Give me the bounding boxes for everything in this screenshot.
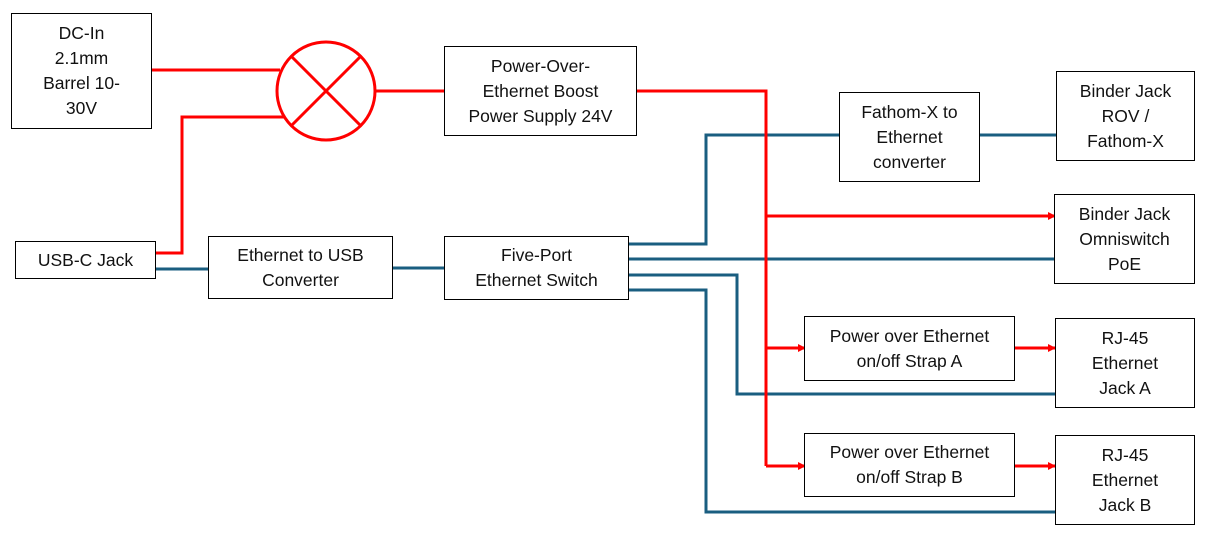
- pwr-usb-to-combiner: [156, 115, 284, 255]
- fathom-converter-block: Fathom-X to Ethernet converter: [839, 92, 980, 182]
- rj45-a-label: RJ-45 Ethernet Jack A: [1091, 327, 1159, 398]
- pwr-boost-bus: [636, 89, 768, 466]
- strap-a-label: Power over Ethernet on/off Strap A: [829, 325, 990, 371]
- usb-c-jack-block: USB-C Jack: [15, 241, 156, 279]
- ethernet-switch-block: Five-Port Ethernet Switch: [444, 236, 629, 300]
- poe-strap-b-block: Power over Ethernet on/off Strap B: [804, 433, 1015, 497]
- poe-boost-supply-block: Power-Over- Ethernet Boost Power Supply …: [444, 46, 637, 136]
- ethernet-usb-converter-block: Ethernet to USB Converter: [208, 236, 393, 299]
- rj45-b-label: RJ-45 Ethernet Jack B: [1091, 444, 1159, 515]
- combiner-cross-b: [289, 54, 363, 128]
- dc-in-block: DC-In 2.1mm Barrel 10- 30V: [11, 13, 152, 129]
- rj45-jack-b-block: RJ-45 Ethernet Jack B: [1055, 435, 1195, 525]
- fathom-conv-label: Fathom-X to Ethernet converter: [861, 101, 958, 172]
- eth-switch-to-rj45-b: [628, 288, 1055, 514]
- switch-label: Five-Port Ethernet Switch: [475, 245, 598, 290]
- strap-b-label: Power over Ethernet on/off Strap B: [829, 442, 990, 487]
- eth-switch-to-fathom: [628, 133, 839, 246]
- binder-jack-omniswitch-block: Binder Jack Omniswitch PoE: [1054, 194, 1195, 284]
- rj45-jack-a-block: RJ-45 Ethernet Jack A: [1055, 318, 1195, 408]
- binder-omni-label: Binder Jack Omniswitch PoE: [1078, 203, 1171, 274]
- poe-strap-a-block: Power over Ethernet on/off Strap A: [804, 316, 1015, 381]
- poe-boost-label: Power-Over- Ethernet Boost Power Supply …: [468, 55, 613, 126]
- eth-switch-to-rj45-a: [628, 273, 1055, 396]
- binder-rov-label: Binder Jack ROV / Fathom-X: [1079, 80, 1172, 151]
- dc-in-label: DC-In 2.1mm Barrel 10- 30V: [43, 23, 120, 118]
- binder-jack-rov-block: Binder Jack ROV / Fathom-X: [1056, 71, 1195, 161]
- usb-c-label: USB-C Jack: [37, 249, 134, 270]
- eth-usb-label: Ethernet to USB Converter: [237, 244, 364, 290]
